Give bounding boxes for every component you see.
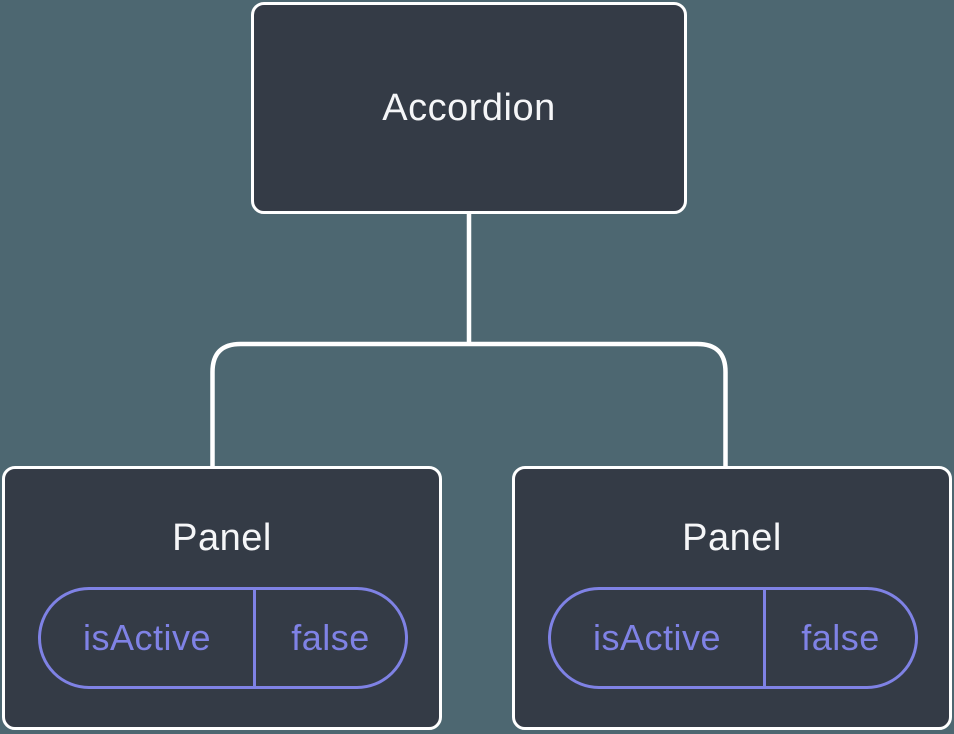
connector-branch xyxy=(210,341,728,472)
state-key-label: isActive xyxy=(82,617,212,658)
accordion-node-label: Accordion xyxy=(382,86,556,129)
panel-left-label: Panel xyxy=(172,517,272,559)
state-value-label: false xyxy=(801,617,880,658)
panel-right-label: Panel xyxy=(682,517,782,559)
panel-left-state-pill: isActive false xyxy=(38,587,408,689)
state-key-label: isActive xyxy=(592,617,722,658)
tree-node-panel-right: Panel isActive false xyxy=(512,466,952,730)
state-pill-divider xyxy=(253,590,256,686)
state-value-label: false xyxy=(291,617,370,658)
tree-node-accordion: Accordion xyxy=(251,2,687,214)
state-pill-divider xyxy=(763,590,766,686)
tree-node-panel-left: Panel isActive false xyxy=(2,466,442,730)
panel-right-state-pill: isActive false xyxy=(548,587,918,689)
